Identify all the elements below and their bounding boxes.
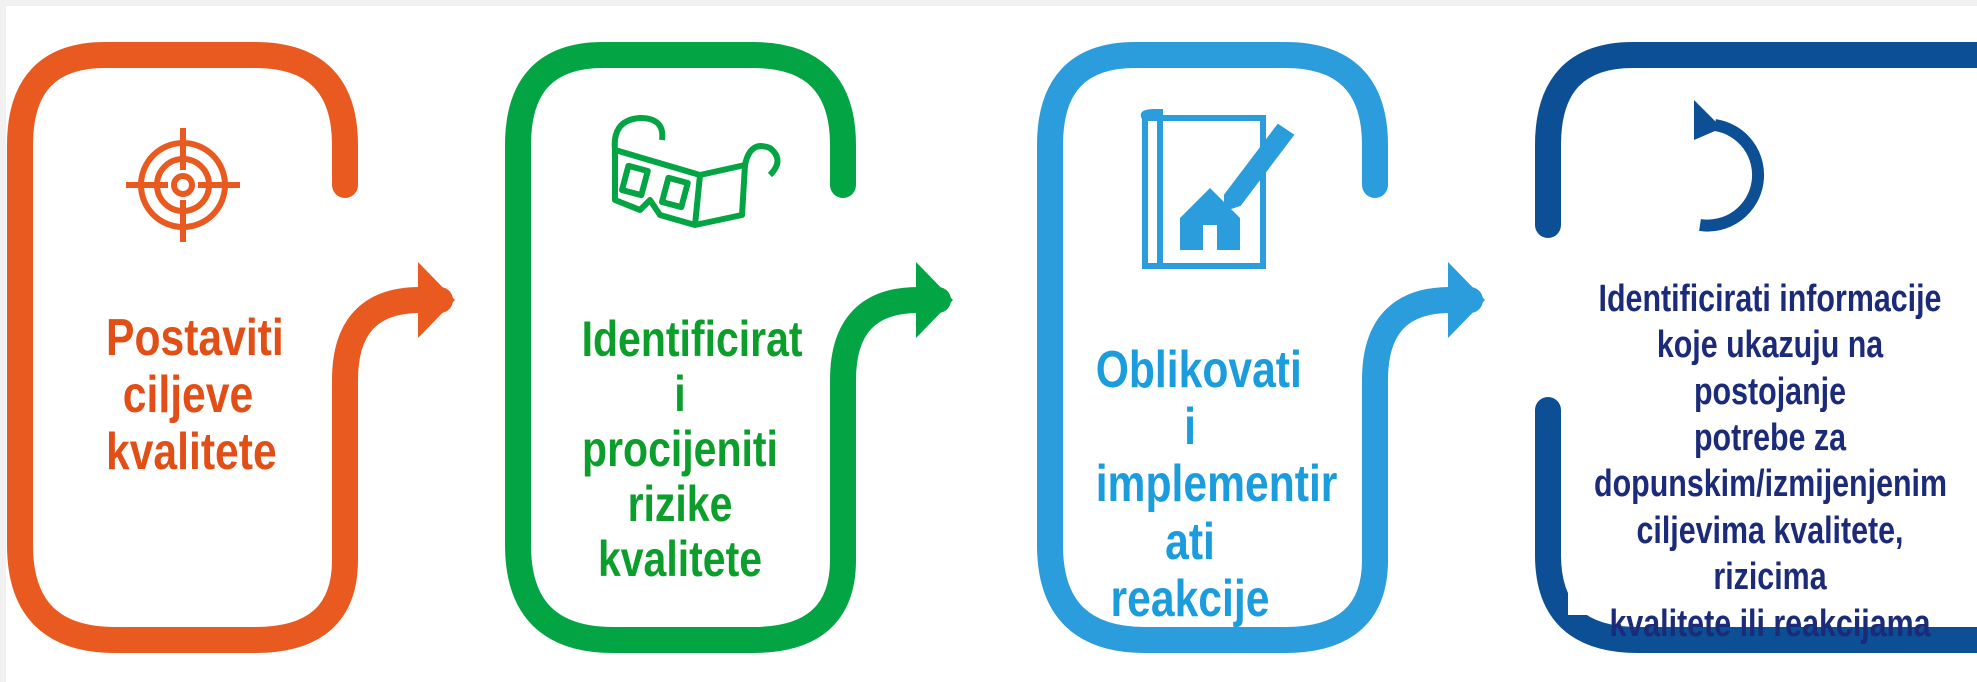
step-4-line-6: kvalitete ili reakcijama [1609,602,1931,645]
step-3-line-1: Oblikovati i [1095,341,1302,457]
step-2-line-3: rizike [627,476,733,532]
step-1-line-3: kvalitete [106,423,277,482]
step-4-line-3: potrebe za [1693,417,1847,460]
step-1-connector [7,42,455,653]
step-4-line-2: koje ukazuju na postojanje [1656,324,1884,413]
step-4-label: Identificirati informacije koje ukazuju … [1594,276,1948,647]
step-3-connector [1037,42,1485,653]
step-3-line-3: ati reakcije [1110,512,1270,628]
step-4-line-5: ciljevima kvalitete, rizicima [1636,509,1904,599]
step-2-label: Identificirat i procijeniti rizike kvali… [581,311,803,587]
target-icon [126,128,240,242]
step-3-label: Oblikovati i implementir ati reakcije [1095,341,1338,628]
step-4-text-panel [1568,250,1977,615]
step-4-connector [1535,42,1977,653]
step-2-connector [505,42,953,653]
step-2-arrow [916,262,953,338]
step-1-label: Postaviti ciljeve kvalitete [106,309,284,482]
glasses-icon [611,115,781,228]
step-1-arrow [418,262,455,338]
step-2-line-2: i procijeniti [582,366,778,477]
step-3-line-2: implementir [1095,455,1338,514]
step-2-line-4: kvalitete [597,531,763,587]
blueprint-house-icon [1140,109,1295,269]
step-1-line-1: Postaviti [106,309,284,367]
step-3-arrow [1448,262,1485,338]
step-4-line-1: Identificirati informacije [1598,278,1942,320]
step-1-line-2: ciljeve [122,366,254,425]
step-4-line-4: dopunskim/izmijenjenim [1594,463,1948,506]
step-2-line-1: Identificirat [581,311,803,367]
refresh-icon [1694,100,1765,232]
